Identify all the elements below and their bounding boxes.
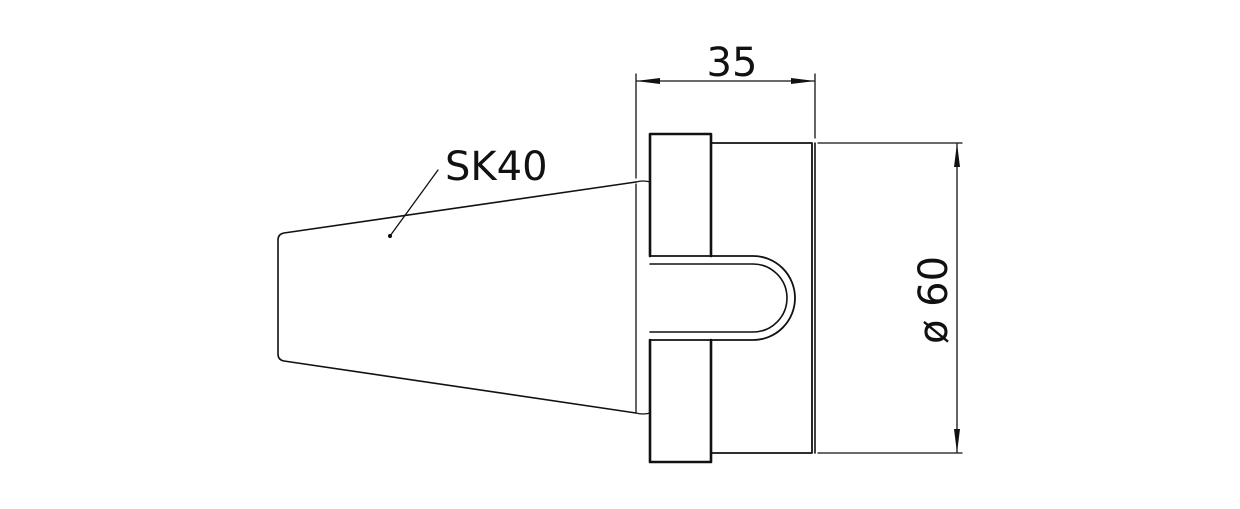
drive-slot-outer bbox=[649, 255, 796, 341]
taper-step bbox=[635, 180, 651, 415]
flange bbox=[648, 132, 713, 464]
dimension-length-label: 35 bbox=[707, 40, 758, 86]
part-label: SK40 bbox=[445, 144, 548, 190]
taper-outline bbox=[277, 181, 637, 414]
drive-slot-inner bbox=[649, 263, 788, 333]
leader-dot bbox=[387, 233, 393, 239]
dimension-diameter-label: ø 60 bbox=[911, 256, 957, 344]
body bbox=[710, 142, 813, 454]
leader-line bbox=[389, 169, 439, 237]
